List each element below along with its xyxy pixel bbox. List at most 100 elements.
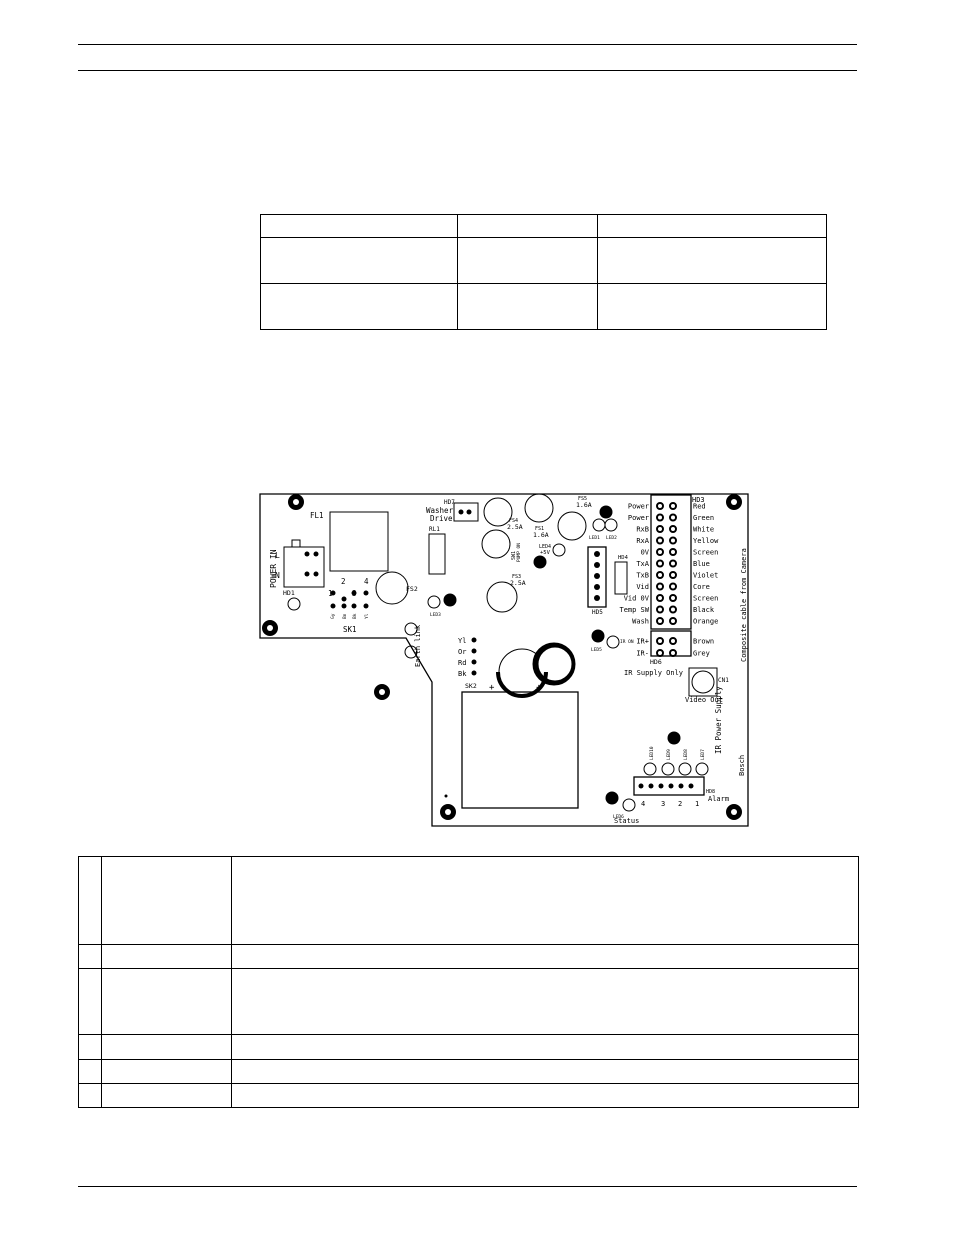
hd3-pin xyxy=(656,513,664,522)
fl1-filter xyxy=(329,511,389,572)
label-hd5: HD5 xyxy=(592,609,603,616)
label-sw1-note: PUMP ON xyxy=(516,543,522,562)
label-hd3: HD3 xyxy=(692,496,705,504)
label-alarm-pin-2: 2 xyxy=(678,800,682,808)
led-ring xyxy=(661,762,675,776)
hd3-pin xyxy=(669,513,677,522)
hd3-color-label: Black xyxy=(693,606,715,614)
hd3-pin xyxy=(656,536,664,545)
label-fl1: FL1 xyxy=(310,511,324,520)
label-hd4: HD4 xyxy=(618,555,629,561)
label-alarm-pin-3: 3 xyxy=(661,800,665,808)
cn1-connector xyxy=(688,667,718,697)
label-sk2-bk: Bk xyxy=(458,670,467,678)
footer-rule xyxy=(78,1186,857,1187)
led-ring xyxy=(678,762,692,776)
label-fs3-rating: 2.5A xyxy=(510,579,526,587)
label-led2: LED2 xyxy=(606,535,617,541)
hd3-color-label: Screen xyxy=(693,595,718,603)
hd1-connector xyxy=(283,546,325,588)
label-power-l: L xyxy=(275,551,280,560)
hd6-pin xyxy=(656,637,664,645)
label-sk1-color-3: Bk xyxy=(352,613,358,619)
hd3-color-label: Green xyxy=(693,514,714,522)
header-rule-top xyxy=(78,44,857,45)
hd3-signal-label: Power xyxy=(628,514,649,522)
led-table-row xyxy=(78,1034,860,1060)
callout-2: 2 xyxy=(447,597,452,607)
label-video-out: Video Out xyxy=(685,696,723,704)
hd3-signal-label: 0V xyxy=(641,549,650,557)
hd3-signal-label: RxB xyxy=(636,526,649,534)
label-rl1: RL1 xyxy=(429,526,440,533)
label-sw1: SW1 xyxy=(511,551,517,560)
fuse-fs2 xyxy=(375,571,409,605)
earth-stud xyxy=(404,645,418,659)
label-plus-left: + xyxy=(489,683,495,693)
label-alarm: Alarm xyxy=(708,795,729,803)
hd3-color-label: Violet xyxy=(693,572,718,580)
fuse-table-row xyxy=(260,237,827,284)
led-ring xyxy=(695,762,709,776)
pcb-diagram: 1 2 3 4 5 6 FL1 RL1 HD7 Washer Drive POW… xyxy=(259,493,749,827)
label-sk1-color-4: Yl xyxy=(364,613,370,619)
hd3-color-label: White xyxy=(693,526,714,534)
hd6-pin xyxy=(669,649,677,657)
hd3-color-label: Blue xyxy=(693,560,710,568)
led-description-table xyxy=(78,856,860,1108)
transformer xyxy=(461,691,579,809)
label-sk2-rd: Rd xyxy=(458,659,466,667)
hd3-pin xyxy=(656,571,664,579)
callout-3: 3 xyxy=(537,559,542,569)
label-led10: LED10 xyxy=(649,746,655,760)
label-led8: LED8 xyxy=(683,749,689,760)
hd3-pin xyxy=(656,548,664,556)
hd3-signal-label: TxB xyxy=(636,572,649,580)
header-rule-bottom xyxy=(78,70,857,71)
led-ring xyxy=(592,518,606,532)
label-fs4: FS4 xyxy=(509,518,518,524)
hd3-pin xyxy=(669,548,677,556)
label-fs5-rating: 1.6A xyxy=(576,501,592,509)
label-status: Status xyxy=(614,817,639,825)
switch-sw1 xyxy=(481,529,511,559)
label-led5-note: IR ON xyxy=(620,639,634,645)
led-ring xyxy=(427,595,441,609)
label-led7: LED7 xyxy=(700,749,706,760)
hd3-signal-label: TxA xyxy=(636,560,649,568)
fuse-fs1 xyxy=(524,493,554,523)
hd6-pin xyxy=(656,649,664,657)
label-fs4-rating: 2.5A xyxy=(507,523,523,531)
label-led9: LED9 xyxy=(666,749,672,760)
hd4-connector xyxy=(614,561,628,595)
hd3-pin xyxy=(669,594,677,602)
led-table-row xyxy=(78,968,860,1035)
hd3-signal-label: Wash xyxy=(632,618,649,626)
label-sk2-or: Or xyxy=(458,648,466,656)
hd3-pin xyxy=(669,559,677,568)
callout-6: 6 xyxy=(671,735,676,745)
label-hd1: HD1 xyxy=(283,589,295,597)
label-led1: LED1 xyxy=(589,535,600,541)
hd5-connector xyxy=(587,546,607,608)
label-fs2: FS2 xyxy=(406,585,418,593)
hd7-connector xyxy=(453,502,479,522)
fuse-table-header-row xyxy=(260,214,827,238)
hd3-pin xyxy=(656,594,664,602)
fuse-fs5 xyxy=(557,511,587,541)
board-outline xyxy=(259,493,749,827)
led-table-row xyxy=(78,1083,860,1108)
hd3-pin xyxy=(656,502,664,510)
hd3-color-label: Yellow xyxy=(693,537,719,545)
label-power-in: POWER IN xyxy=(269,549,278,588)
label-led4: LED4 xyxy=(539,544,551,550)
hd3-pin xyxy=(669,525,677,533)
label-sk1-pin-4: 4 xyxy=(364,577,369,586)
label-sk2: SK2 xyxy=(465,682,477,690)
led-ring xyxy=(643,762,657,776)
hd3-pins xyxy=(656,502,677,657)
callout-4: 4 xyxy=(595,633,600,643)
fuse-fs3 xyxy=(486,581,518,613)
label-bosch: Bosch xyxy=(738,755,746,776)
hd3-color-label: Orange xyxy=(693,618,718,626)
